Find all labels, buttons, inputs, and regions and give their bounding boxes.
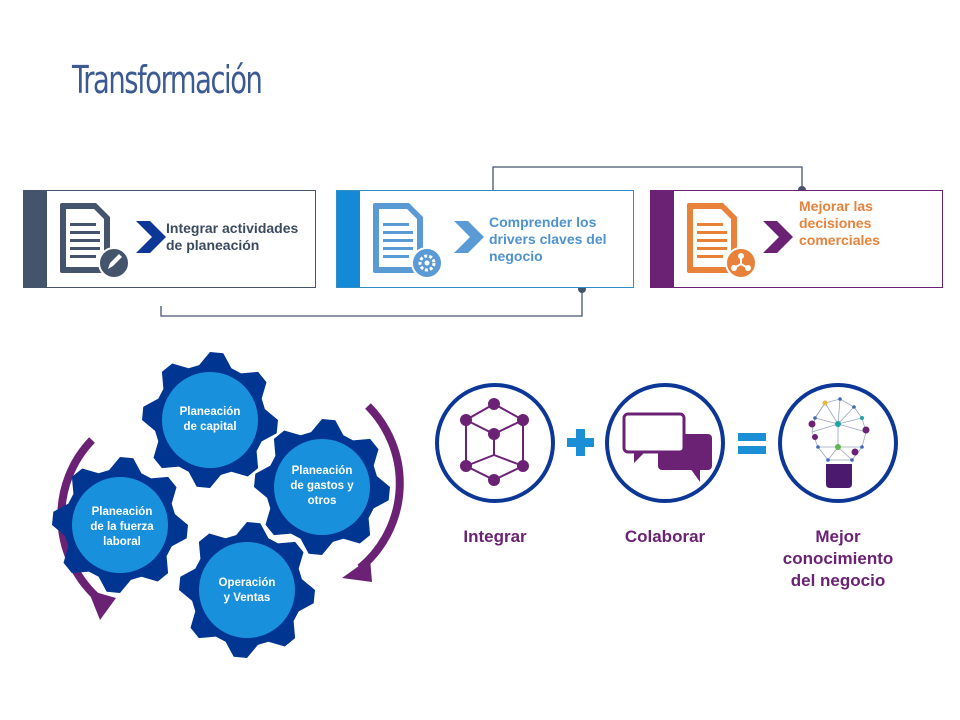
- chat-bubbles-icon: [622, 412, 712, 482]
- step-label-line: drivers claves del: [489, 231, 607, 247]
- resultado-label-line: conocimiento: [782, 549, 894, 568]
- card-accent-bar: [337, 191, 360, 287]
- document-pencil-icon: [60, 203, 130, 279]
- step-label: Comprender los drivers claves del negoci…: [489, 214, 607, 265]
- equals-icon: [738, 433, 766, 454]
- gear-label-line: otros: [307, 495, 337, 507]
- gear-label-line: y Ventas: [223, 592, 271, 604]
- cycle-arrow-right-head: [342, 558, 372, 582]
- gear-label-capital: Planeación de capital: [165, 405, 255, 435]
- step-label: Mejorar las decisiones comerciales: [799, 198, 880, 249]
- integrar-label: Integrar: [463, 527, 527, 546]
- step-label-line: comerciales: [799, 232, 880, 248]
- document-network-icon: [687, 203, 757, 279]
- cycle-arrow-left-head: [88, 590, 116, 620]
- slide-title: Transformación: [72, 58, 263, 102]
- gear-label-operacion: Operación y Ventas: [202, 576, 292, 606]
- step-card-mejorar: Mejorar las decisiones comerciales: [650, 190, 943, 288]
- chevron-right-icon: [136, 221, 166, 253]
- document-gear-icon: [373, 203, 443, 279]
- card-accent-bar: [651, 191, 674, 287]
- chevron-right-icon: [763, 221, 793, 253]
- step-label: Integrar actividades de planeación: [166, 220, 298, 254]
- resultado-label-line: Mejor: [815, 527, 861, 546]
- resultado-label: Mejor conocimiento del negocio: [768, 526, 908, 592]
- cycle-arrow-right: [357, 403, 404, 572]
- gear-label-line: Planeación: [291, 465, 353, 477]
- plus-icon: [567, 429, 594, 456]
- step-card-comprender: Comprender los drivers claves del negoci…: [336, 190, 634, 288]
- connector-top: [492, 166, 803, 190]
- gear-label-line: Planeación: [179, 406, 241, 418]
- gear-label-line: de capital: [183, 421, 237, 433]
- step-label-line: decisiones: [799, 215, 872, 231]
- gear-label-line: Planeación: [91, 506, 153, 518]
- connector-bottom: [160, 289, 583, 317]
- gear-label-gastos: Planeación de gastos y otros: [277, 464, 367, 509]
- lightbulb-network-icon: [808, 397, 870, 488]
- step-label-line: Mejorar las: [799, 198, 873, 214]
- gear-gastos-hub: [274, 439, 370, 535]
- gear-label-line: de gastos y: [290, 480, 354, 492]
- cube-network-nodes: [460, 398, 529, 486]
- gear-label-line: laboral: [103, 536, 141, 548]
- step-label-line: Comprender los: [489, 214, 597, 230]
- step-label-line: de planeación: [166, 237, 260, 253]
- gear-operacion-hub: [199, 542, 295, 638]
- gear-capital-hub: [162, 372, 258, 468]
- gear-label-line: Operación: [218, 577, 276, 589]
- gear-fuerza-laboral-hub: [72, 477, 168, 573]
- chevron-right-icon: [454, 221, 484, 253]
- resultado-label-line: del negocio: [790, 571, 886, 590]
- gear-label-line: de la fuerza: [90, 521, 154, 533]
- colaborar-label: Colaborar: [624, 527, 706, 546]
- step-label-line: negocio: [489, 248, 543, 264]
- step-card-integrar: Integrar actividades de planeación: [23, 190, 316, 288]
- card-accent-bar: [24, 191, 47, 287]
- step-label-line: Integrar actividades: [166, 220, 299, 236]
- gear-label-fuerza-laboral: Planeación de la fuerza laboral: [77, 505, 167, 550]
